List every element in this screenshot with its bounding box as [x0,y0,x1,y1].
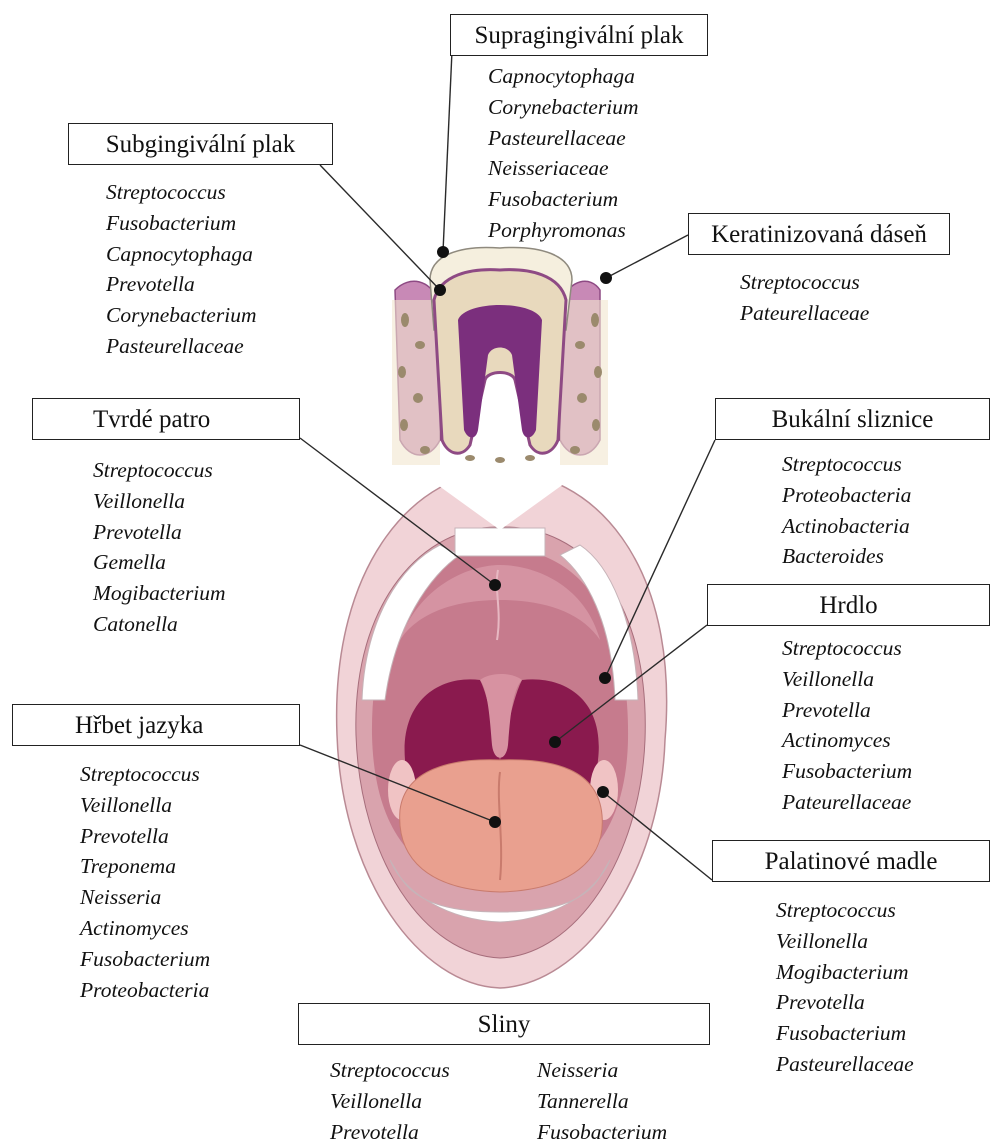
taxon: Fusobacterium [106,208,256,239]
dot-keratinized-gingiva [600,272,612,284]
taxon: Pasteurellaceae [488,123,638,154]
taxon: Actinobacteria [782,511,911,542]
throat-label: Hrdlo [707,584,990,626]
taxon: Veillonella [782,664,912,695]
taxon: Streptococcus [740,267,869,298]
palatine-tonsils-taxa: Streptococcus Veillonella Mogibacterium … [776,895,914,1080]
palatine-tonsils-title: Palatinové madle [765,849,938,874]
leader-subgingival [320,165,440,290]
taxon: Streptococcus [782,633,912,664]
supragingival-title: Supragingivální plak [475,23,684,48]
taxon: Treponema [80,851,210,882]
taxon: Capnocytophaga [106,239,256,270]
taxon: Prevotella [80,821,210,852]
supragingival-label: Supragingivální plak [450,14,708,56]
taxon: Prevotella [782,695,912,726]
taxon: Proteobacteria [782,480,911,511]
open-mouth [337,472,667,988]
throat-taxa: Streptococcus Veillonella Prevotella Act… [782,633,912,818]
taxon: Streptococcus [330,1055,450,1086]
buccal-mucosa-label: Bukální sliznice [715,398,990,440]
taxon: Actinomyces [782,725,912,756]
hard-palate-label: Tvrdé patro [32,398,300,440]
dot-tongue-dorsum [489,816,501,828]
taxon: Corynebacterium [488,92,638,123]
dot-subgingival [434,284,446,296]
buccal-mucosa-title: Bukální sliznice [772,407,934,432]
saliva-label: Sliny [298,1003,710,1045]
taxon: Veillonella [776,926,914,957]
buccal-mucosa-taxa: Streptococcus Proteobacteria Actinobacte… [782,449,911,572]
keratinized-gingiva-title: Keratinizovaná dáseň [711,222,927,247]
taxon: Fusobacterium [776,1018,914,1049]
tongue-dorsum-label: Hřbet jazyka [12,704,300,746]
taxon: Pasteurellaceae [776,1049,914,1080]
dot-palatine-tonsils [597,786,609,798]
taxon: Prevotella [330,1117,450,1147]
tongue-dorsum-taxa: Streptococcus Veillonella Prevotella Tre… [80,759,210,1005]
hard-palate-taxa: Streptococcus Veillonella Prevotella Gem… [93,455,226,640]
taxon: Gemella [93,547,226,578]
top-incisors [455,528,545,556]
taxon: Catonella [93,609,226,640]
tooth-cross-section [392,247,608,465]
supragingival-taxa: Capnocytophaga Corynebacterium Pasteurel… [488,61,638,246]
taxon: Streptococcus [782,449,911,480]
taxon: Fusobacterium [537,1117,667,1147]
subgingival-title: Subgingivální plak [106,132,296,157]
taxon: Fusobacterium [488,184,638,215]
dot-buccal-mucosa [599,672,611,684]
taxon: Veillonella [330,1086,450,1117]
taxon: Pasteurellaceae [106,331,256,362]
taxon: Streptococcus [93,455,226,486]
taxon: Neisseria [537,1055,667,1086]
taxon: Corynebacterium [106,300,256,331]
taxon: Prevotella [776,987,914,1018]
taxon: Prevotella [93,517,226,548]
palatine-tonsils-label: Palatinové madle [712,840,990,882]
taxon: Prevotella [106,269,256,300]
taxon: Streptococcus [106,177,256,208]
hard-palate-title: Tvrdé patro [93,407,210,432]
taxon: Mogibacterium [776,957,914,988]
taxon: Bacteroides [782,541,911,572]
saliva-taxa-right: Neisseria Tannerella Fusobacterium [537,1055,667,1147]
taxon: Neisseriaceae [488,153,638,184]
taxon: Veillonella [93,486,226,517]
tongue-dorsum-title: Hřbet jazyka [75,713,203,738]
dot-supragingival [437,246,449,258]
taxon: Proteobacteria [80,975,210,1006]
subgingival-taxa: Streptococcus Fusobacterium Capnocytopha… [106,177,256,362]
taxon: Veillonella [80,790,210,821]
taxon: Actinomyces [80,913,210,944]
taxon: Capnocytophaga [488,61,638,92]
saliva-title: Sliny [478,1012,531,1037]
taxon: Fusobacterium [782,756,912,787]
dot-hard-palate [489,579,501,591]
taxon: Porphyromonas [488,215,638,246]
taxon: Neisseria [80,882,210,913]
taxon: Mogibacterium [93,578,226,609]
leader-supragingival [443,51,452,252]
taxon: Tannerella [537,1086,667,1117]
saliva-taxa-left: Streptococcus Veillonella Prevotella [330,1055,450,1147]
taxon: Fusobacterium [80,944,210,975]
taxon: Streptococcus [776,895,914,926]
taxon: Pateurellaceae [740,298,869,329]
taxon: Pateurellaceae [782,787,912,818]
dentin [434,270,566,454]
throat-title: Hrdlo [819,593,877,618]
keratinized-gingiva-taxa: Streptococcus Pateurellaceae [740,267,869,329]
dot-throat [549,736,561,748]
subgingival-label: Subgingivální plak [68,123,333,165]
keratinized-gingiva-label: Keratinizovaná dáseň [688,213,950,255]
taxon: Streptococcus [80,759,210,790]
